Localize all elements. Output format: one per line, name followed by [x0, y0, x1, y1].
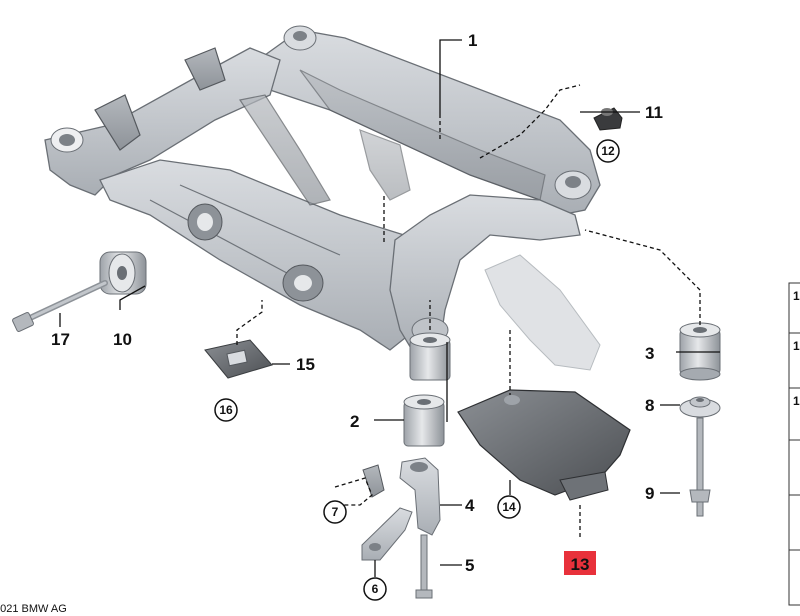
- copyright-text: 2021 BMW AG: [0, 603, 67, 615]
- label-17: 17: [51, 330, 70, 349]
- leader-lines: [59, 39, 720, 577]
- bolt-9: [689, 417, 711, 517]
- ghost-control-arm: [484, 254, 601, 371]
- rear-subframe: [44, 25, 601, 356]
- plate-15: [204, 339, 273, 379]
- label-11: 11: [645, 103, 663, 122]
- svg-text:13: 13: [571, 555, 590, 574]
- svg-text:7: 7: [332, 505, 339, 519]
- mount-cap-11: [593, 107, 623, 131]
- label-12: 12: [596, 139, 620, 163]
- underbody-shield-13: [457, 389, 631, 501]
- label-2: 2: [350, 412, 359, 431]
- label-1: 1: [468, 31, 477, 50]
- svg-text:16: 16: [219, 403, 233, 417]
- table-row: 1: [793, 394, 800, 408]
- label-6: 6: [363, 577, 387, 601]
- label-7: 7: [323, 500, 347, 524]
- label-3: 3: [645, 344, 654, 363]
- label-13-highlighted[interactable]: 13: [564, 551, 596, 575]
- label-16: 16: [214, 398, 238, 422]
- parts-table-partial: 1 1 1: [788, 282, 800, 606]
- svg-text:12: 12: [601, 144, 615, 158]
- label-5: 5: [465, 556, 474, 575]
- label-9: 9: [645, 484, 654, 503]
- bracket-6: [361, 507, 413, 561]
- bracket-4: [399, 457, 441, 536]
- svg-text:6: 6: [372, 582, 379, 596]
- bolt-17: [12, 280, 108, 332]
- label-14: 14: [497, 495, 521, 519]
- bushing-10: [99, 251, 147, 295]
- table-row: 1: [793, 289, 800, 303]
- table-row: 1: [793, 339, 800, 353]
- rubber-mount-2: [403, 394, 445, 447]
- svg-text:14: 14: [502, 500, 516, 514]
- bolt-5: [415, 534, 433, 599]
- label-4: 4: [465, 496, 475, 515]
- bracket-7: [362, 464, 385, 498]
- washer-8: [679, 396, 721, 418]
- subframe-mount-upper: [409, 332, 451, 381]
- label-8: 8: [645, 396, 654, 415]
- label-15: 15: [296, 355, 315, 374]
- label-10: 10: [113, 330, 132, 349]
